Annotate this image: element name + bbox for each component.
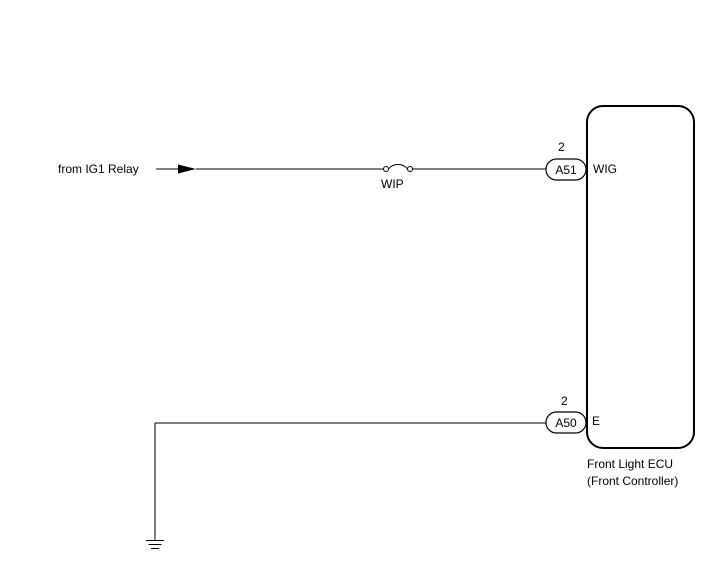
terminal-label-e: E bbox=[592, 414, 600, 428]
ecu-box bbox=[586, 105, 695, 449]
ecu-name: Front Light ECU bbox=[587, 457, 673, 471]
connector-a50 bbox=[545, 411, 587, 434]
terminal-label-wig: WIG bbox=[593, 162, 617, 176]
connector-id-label: A50 bbox=[555, 416, 577, 430]
fuse-icon bbox=[383, 164, 413, 172]
arrow-icon bbox=[178, 164, 196, 174]
connector-a51 bbox=[545, 158, 587, 181]
connector-id-label: A51 bbox=[555, 163, 577, 177]
fuse-label: WIP bbox=[381, 177, 404, 191]
ecu-subtitle: (Front Controller) bbox=[587, 474, 678, 488]
source-label: from IG1 Relay bbox=[58, 162, 139, 176]
ground-icon bbox=[146, 540, 164, 549]
connector-pin-number: 2 bbox=[561, 394, 568, 408]
connector-pin-number: 2 bbox=[558, 140, 565, 154]
